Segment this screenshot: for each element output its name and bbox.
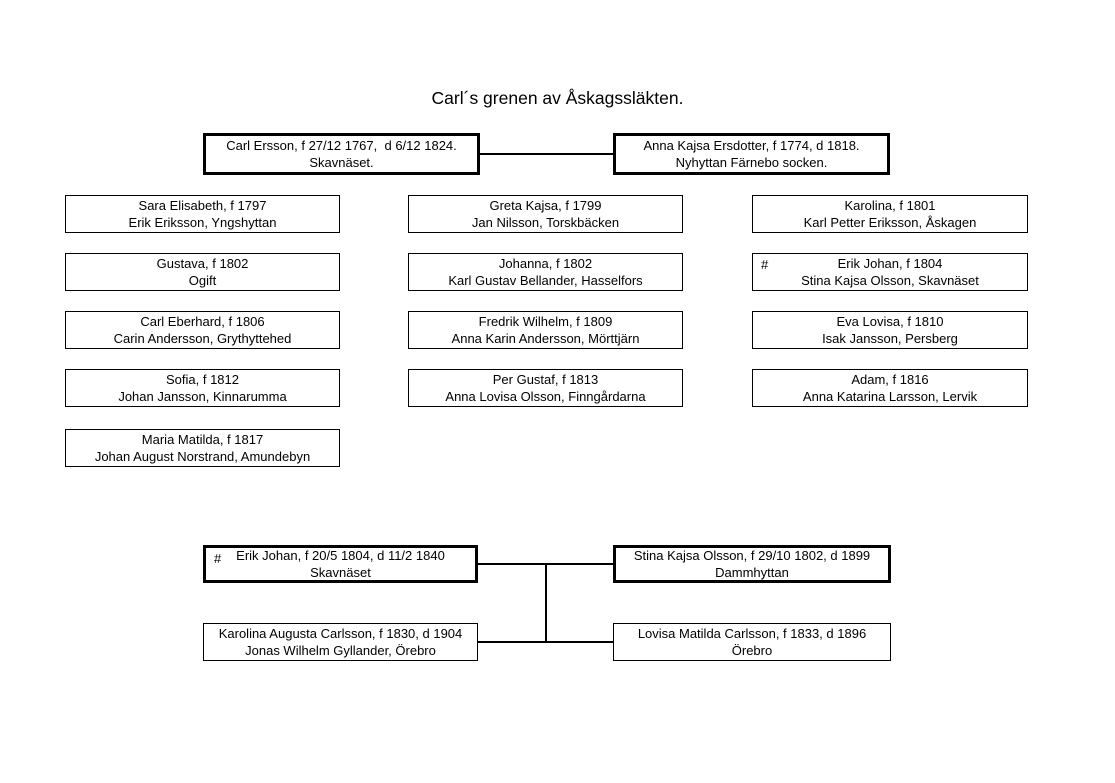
person-box-erik-johan: # Erik Johan, f 1804 Stina Kajsa Olsson,…	[752, 253, 1028, 291]
person-place: Dammhyttan	[715, 565, 789, 580]
page-title: Carl´s grenen av Åskagssläkten.	[431, 88, 684, 108]
person-spouse: Ogift	[188, 273, 217, 288]
person-spouse: Erik Eriksson, Yngshyttan	[128, 215, 277, 230]
reference-marker: #	[214, 551, 222, 566]
person-name: Johanna, f 1802	[498, 255, 593, 271]
children-connector-line	[478, 641, 613, 643]
person-box-carl-ersson: Carl Ersson, f 27/12 1767, d 6/12 1824. …	[203, 133, 480, 175]
person-name: Lovisa Matilda Carlsson, f 1833, d 1896	[637, 625, 867, 641]
person-box-greta-kajsa: Greta Kajsa, f 1799 Jan Nilsson, Torskbä…	[408, 195, 683, 233]
person-box-carl-eberhard: Carl Eberhard, f 1806 Carin Andersson, G…	[65, 311, 340, 349]
person-name: Carl Eberhard, f 1806	[140, 313, 265, 329]
person-name: Eva Lovisa, f 1810	[836, 313, 944, 329]
person-box-stina-kajsa-olsson: Stina Kajsa Olsson, f 29/10 1802, d 1899…	[613, 545, 891, 583]
person-spouse: Carin Andersson, Grythyttehed	[113, 331, 292, 346]
person-name: Fredrik Wilhelm, f 1809	[478, 313, 613, 329]
person-box-karolina-augusta-carlsson: Karolina Augusta Carlsson, f 1830, d 190…	[203, 623, 478, 661]
person-place: Skavnäset.	[309, 155, 374, 170]
person-name: Anna Kajsa Ersdotter, f 1774, d 1818.	[643, 137, 860, 153]
reference-marker: #	[761, 257, 769, 272]
person-spouse: Jan Nilsson, Torskbäcken	[471, 215, 620, 230]
person-name: Stina Kajsa Olsson, f 29/10 1802, d 1899	[633, 547, 871, 563]
person-box-fredrik-wilhelm: Fredrik Wilhelm, f 1809 Anna Karin Ander…	[408, 311, 683, 349]
person-box-sofia: Sofia, f 1812 Johan Jansson, Kinnarumma	[65, 369, 340, 407]
descent-connector-line	[545, 563, 547, 643]
person-box-sara-elisabeth: Sara Elisabeth, f 1797 Erik Eriksson, Yn…	[65, 195, 340, 233]
person-name: Maria Matilda, f 1817	[141, 431, 264, 447]
person-box-per-gustaf: Per Gustaf, f 1813 Anna Lovisa Olsson, F…	[408, 369, 683, 407]
person-name: Sofia, f 1812	[166, 371, 239, 387]
person-box-johanna: Johanna, f 1802 Karl Gustav Bellander, H…	[408, 253, 683, 291]
person-name: Greta Kajsa, f 1799	[489, 197, 602, 213]
person-box-gustava: Gustava, f 1802 Ogift	[65, 253, 340, 291]
person-spouse: Stina Kajsa Olsson, Skavnäset	[801, 273, 979, 288]
person-place: Örebro	[731, 643, 773, 658]
person-box-lovisa-matilda-carlsson: Lovisa Matilda Carlsson, f 1833, d 1896 …	[613, 623, 891, 661]
person-spouse: Isak Jansson, Persberg	[822, 331, 958, 346]
person-name: Gustava, f 1802	[156, 255, 249, 271]
person-spouse: Anna Katarina Larsson, Lervik	[802, 389, 978, 404]
person-spouse: Anna Lovisa Olsson, Finngårdarna	[445, 389, 646, 404]
person-spouse: Anna Karin Andersson, Mörttjärn	[451, 331, 640, 346]
person-spouse: Johan Jansson, Kinnarumma	[118, 389, 287, 404]
person-spouse: Johan August Norstrand, Amundebyn	[94, 449, 311, 464]
person-name: Karolina, f 1801	[844, 197, 936, 213]
person-name: Erik Johan, f 20/5 1804, d 11/2 1840	[236, 547, 445, 563]
person-place: Skavnäset	[310, 565, 371, 580]
person-name: Per Gustaf, f 1813	[492, 371, 599, 387]
marriage-connector-line-gen1	[480, 153, 613, 155]
person-name: Erik Johan, f 1804	[837, 255, 943, 271]
person-name: Sara Elisabeth, f 1797	[138, 197, 267, 213]
person-name: Carl Ersson, f 27/12 1767, d 6/12 1824.	[226, 137, 457, 153]
person-box-karolina: Karolina, f 1801 Karl Petter Eriksson, Å…	[752, 195, 1028, 233]
person-box-eva-lovisa: Eva Lovisa, f 1810 Isak Jansson, Persber…	[752, 311, 1028, 349]
person-spouse: Karl Petter Eriksson, Åskagen	[803, 215, 977, 230]
person-box-erik-johan-gen2: # Erik Johan, f 20/5 1804, d 11/2 1840 S…	[203, 545, 478, 583]
person-spouse: Jonas Wilhelm Gyllander, Örebro	[245, 643, 436, 658]
person-box-maria-matilda: Maria Matilda, f 1817 Johan August Norst…	[65, 429, 340, 467]
person-name: Adam, f 1816	[851, 371, 929, 387]
person-spouse: Karl Gustav Bellander, Hasselfors	[448, 273, 643, 288]
person-place: Nyhyttan Färnebo socken.	[675, 155, 828, 170]
person-box-adam: Adam, f 1816 Anna Katarina Larsson, Lerv…	[752, 369, 1028, 407]
person-box-anna-kajsa-ersdotter: Anna Kajsa Ersdotter, f 1774, d 1818. Ny…	[613, 133, 890, 175]
person-name: Karolina Augusta Carlsson, f 1830, d 190…	[218, 625, 463, 641]
